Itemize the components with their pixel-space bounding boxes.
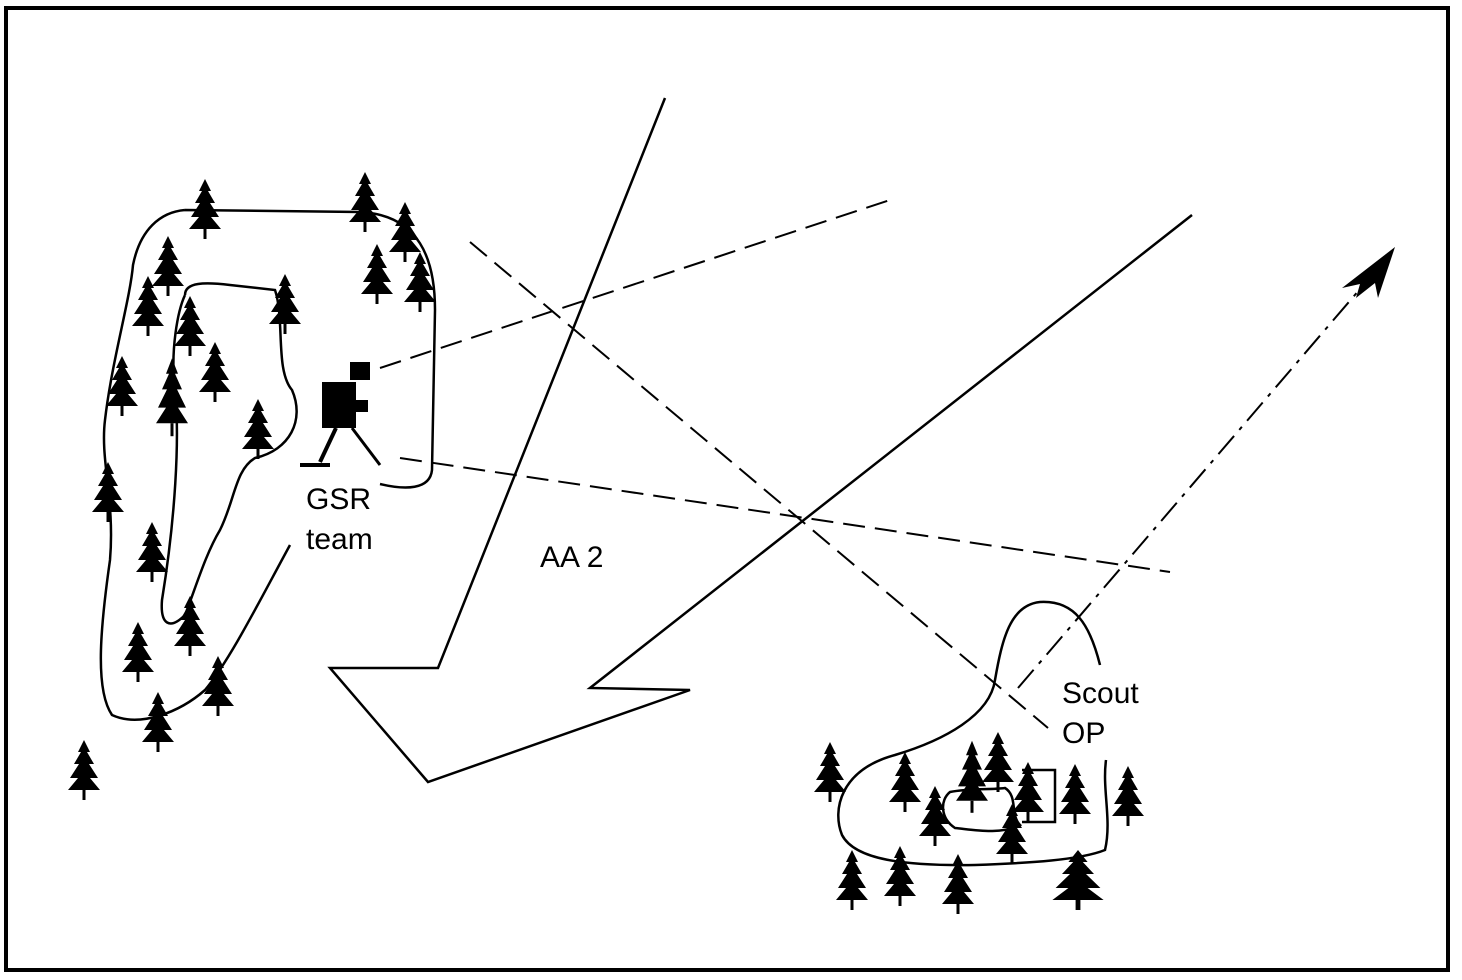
gsr-label-line-2: team: [306, 523, 373, 556]
gsr-team-label: GSR team: [306, 480, 373, 560]
woodline-right-outer: [837, 600, 1109, 867]
gsr-sector-lower: [399, 457, 1171, 573]
diagram-frame: [4, 6, 1450, 972]
woodline-right-small: [1022, 768, 1057, 824]
arrowhead-icon: [1342, 247, 1395, 298]
gsr-label-line-1: GSR: [306, 483, 372, 516]
kneeling-soldier-icon: [300, 362, 382, 467]
gsr-sector-upper: [379, 199, 891, 369]
scout-observation-line: [469, 241, 1049, 729]
scout-direction-line: [1017, 274, 1373, 689]
aa2-label: AA 2: [540, 541, 604, 574]
avenue-of-approach-arrow: [327, 97, 1193, 784]
tree-cluster-right: [814, 732, 1144, 914]
woodline-left-inner: [160, 282, 298, 625]
scout-label-line-1: Scout: [1062, 677, 1139, 710]
scout-op-label: Scout OP: [1062, 674, 1139, 754]
scout-label-line-2: OP: [1062, 717, 1106, 750]
woodline-left-outer: [99, 208, 437, 721]
tree-cluster-left: [68, 172, 436, 800]
